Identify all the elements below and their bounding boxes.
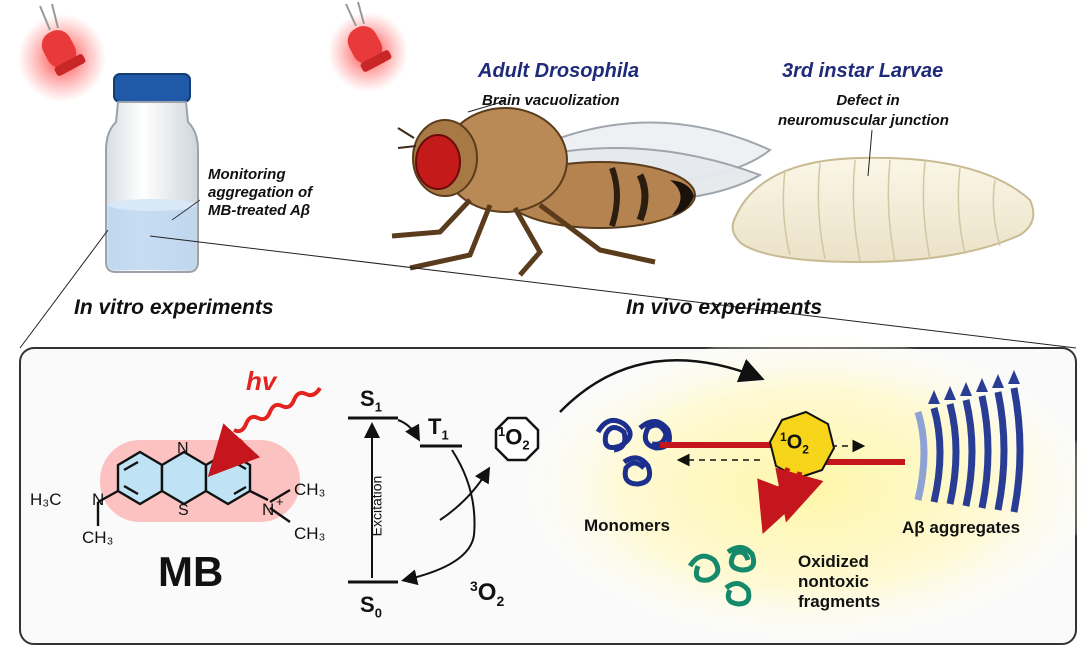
hex-o2-label: 1O2 [780, 430, 809, 457]
monomers-label: Monomers [584, 516, 670, 535]
triplet-o2-label: 3O2 [470, 578, 504, 609]
fly-illustration [391, 107, 772, 277]
s1-sub: 1 [374, 399, 382, 415]
vial-note-1: Monitoring [208, 166, 286, 183]
larva-illustration [731, 156, 1035, 264]
adult-drosophila-title: Adult Drosophila [478, 60, 640, 82]
larvae-note-2: neuromuscular junction [778, 112, 949, 129]
left-ch3: CH₃ [82, 528, 114, 547]
oxidized-line-1: Oxidized [798, 552, 869, 571]
singlet-sup: 1 [498, 424, 506, 439]
ring-nitrogen: N [177, 440, 189, 457]
t1-label: T1 [428, 414, 449, 442]
t1-sub: 1 [441, 427, 449, 443]
in-vitro-label: In vitro experiments [74, 296, 274, 319]
hv-label: hv [246, 366, 277, 396]
aggregates-label: Aβ aggregates [902, 518, 1021, 537]
hex-sup: 1 [780, 430, 787, 444]
fragments-coils [687, 545, 757, 607]
s0-sub: 0 [374, 605, 382, 621]
jablonski-diagram [348, 416, 491, 586]
ring-sulfur: S [178, 502, 189, 519]
hex-o: O [786, 431, 803, 454]
left-h3c: H₃C [30, 490, 62, 509]
excitation-label: Excitation [368, 475, 385, 537]
singlet-sub: 2 [522, 437, 530, 453]
s1-text: S [360, 386, 375, 411]
s1-label: S1 [360, 386, 382, 414]
larvae-note-1: Defect in [836, 92, 900, 109]
vial [105, 73, 199, 273]
t1-text: T [428, 414, 442, 439]
methylene-blue-structure [96, 450, 291, 526]
right-plus: + [276, 494, 284, 509]
triplet-o: O [477, 579, 497, 606]
s0-label: S0 [360, 592, 382, 620]
mb-label: MB [158, 548, 224, 595]
right-ch3-bottom: CH₃ [294, 524, 326, 543]
triplet-sub: 2 [496, 592, 505, 609]
led-right [328, 1, 408, 92]
led-left [18, 3, 106, 102]
left-n: N [92, 490, 105, 509]
singlet-o2-label: 1O2 [498, 424, 530, 453]
hex-sub: 2 [802, 442, 809, 457]
right-ch3-top: CH₃ [294, 480, 326, 499]
singlet-oxygen-octagon [494, 416, 540, 462]
monomers-coils [595, 417, 672, 487]
singlet-o: O [505, 424, 523, 450]
larvae-title: 3rd instar Larvae [782, 60, 944, 82]
triplet-sup: 3 [470, 578, 478, 594]
right-n: N [262, 500, 275, 519]
s0-text: S [360, 592, 375, 617]
vial-note-3: MB-treated Aβ [208, 202, 311, 219]
in-vivo-label: In vivo experiments [626, 296, 823, 319]
oxidized-line-3: fragments [798, 592, 881, 611]
oxidized-line-2: nontoxic [798, 572, 869, 591]
aggregate-fibrils [914, 370, 1024, 513]
adult-drosophila-note: Brain vacuolization [482, 92, 620, 109]
vial-note-2: aggregation of [208, 184, 313, 201]
light-wave [233, 386, 322, 434]
